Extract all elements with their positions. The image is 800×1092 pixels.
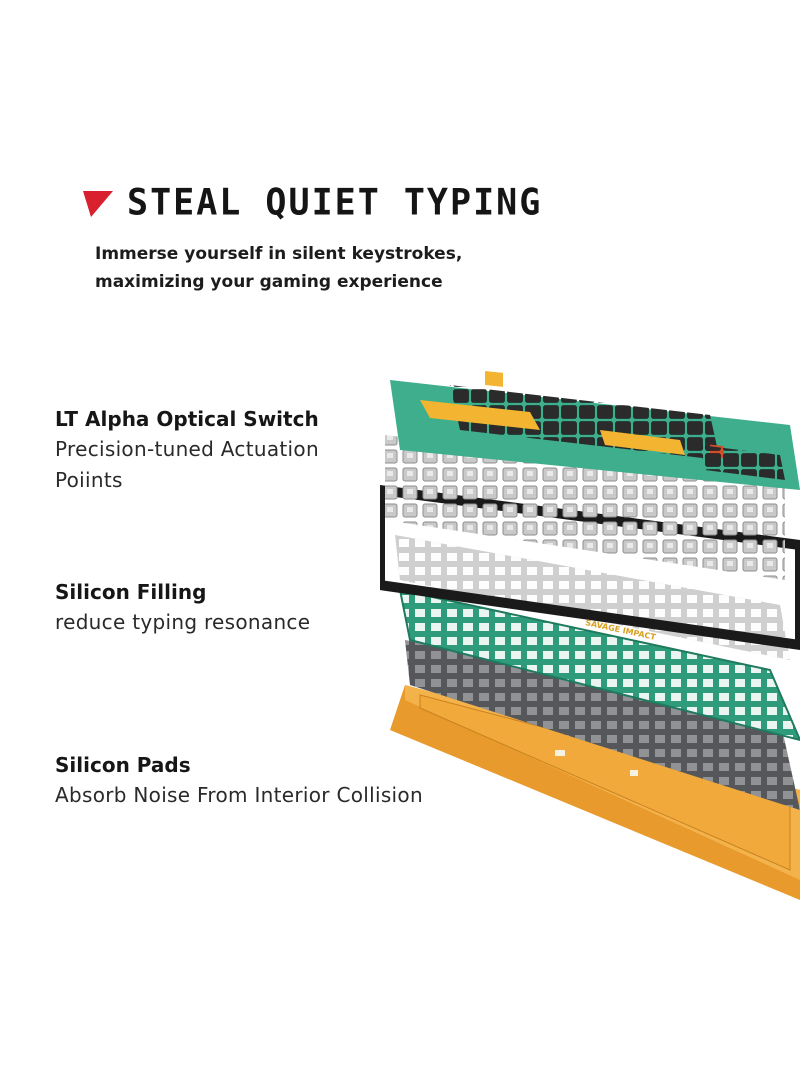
teal-plate-layer: [398, 588, 800, 742]
feature-title: LT Alpha Optical Switch: [55, 407, 319, 431]
page-title: STEAL QUIET TYPING: [127, 181, 543, 224]
feature-description: Absorb Noise From Interior Collision: [55, 783, 423, 807]
feature-description: reduce typing resonance: [55, 610, 311, 634]
red-flag-icon: [83, 190, 113, 217]
subtitle-line: Immerse yourself in silent keystrokes,: [95, 244, 463, 264]
feature-silicon-filling: Silicon Filling reduce typing resonance: [55, 577, 310, 638]
silicon-pad-layer: [405, 640, 800, 810]
feature-description: Poiints: [55, 468, 123, 492]
feature-description: Precision-tuned Actuation: [55, 437, 319, 461]
headline-row: STEAL QUIET TYPING: [83, 181, 543, 224]
feature-silicon-pads: Silicon Pads Absorb Noise From Interior …: [55, 750, 423, 811]
keycaps-layer: [390, 371, 800, 490]
keyboard-exploded-illustration: SAVAGE IMPACT: [380, 371, 800, 900]
feature-title: Silicon Filling: [55, 580, 207, 604]
subtitle: Immerse yourself in silent keystrokes, m…: [95, 240, 462, 296]
feature-title: Silicon Pads: [55, 753, 191, 777]
bottom-case: [390, 685, 800, 900]
feature-optical-switch: LT Alpha Optical Switch Precision-tuned …: [55, 404, 319, 496]
subtitle-line: maximizing your gaming experience: [95, 272, 443, 292]
